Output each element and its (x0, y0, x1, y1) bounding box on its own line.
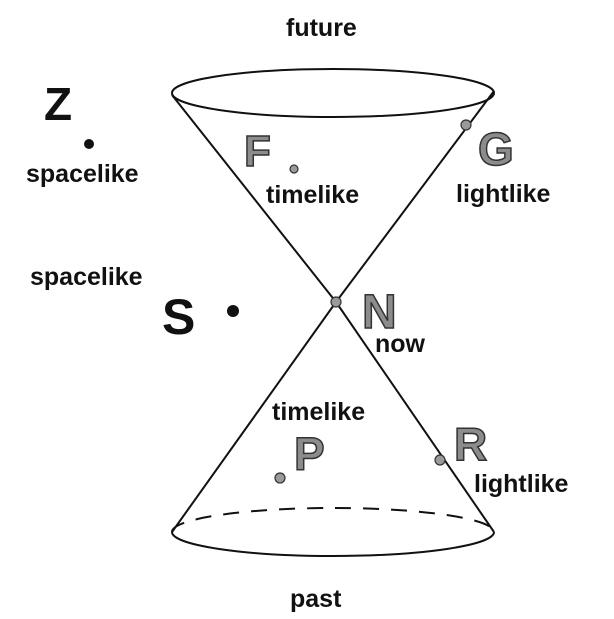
point-letter-p: P (294, 428, 325, 480)
lightlike-label-lower: lightlike (474, 470, 569, 498)
point-letter-f: F (244, 127, 271, 176)
past-cone (171, 301, 495, 557)
past-cone-rim-front (171, 531, 495, 557)
point-f-dot (289, 164, 299, 174)
past-label: past (290, 585, 342, 613)
point-r-dot (434, 454, 446, 466)
lightlike-label-upper: lightlike (456, 180, 551, 208)
timelike-label-lower: timelike (272, 398, 365, 426)
timelike-label-upper: timelike (266, 181, 359, 209)
future-cone-rim (171, 68, 495, 118)
point-n-dot (330, 296, 342, 308)
point-s-dot (227, 305, 239, 317)
past-cone-right-edge (335, 301, 495, 533)
point-z-dot (84, 139, 94, 149)
point-letter-r: R (454, 418, 487, 470)
point-letter-n: N (362, 286, 397, 339)
point-p-dot (274, 472, 286, 484)
point-letter-z: Z (44, 78, 72, 130)
spacelike-label-z: spacelike (26, 160, 139, 188)
future-label: future (286, 14, 357, 42)
point-letter-s: S (162, 289, 195, 345)
point-letter-g: G (478, 123, 514, 175)
past-cone-rim-back (171, 507, 495, 533)
spacelike-label-s: spacelike (30, 263, 143, 291)
now-label: now (375, 330, 426, 358)
point-g-dot (460, 119, 472, 131)
past-cone-left-edge (171, 301, 337, 533)
future-cone-left-edge (171, 94, 337, 303)
